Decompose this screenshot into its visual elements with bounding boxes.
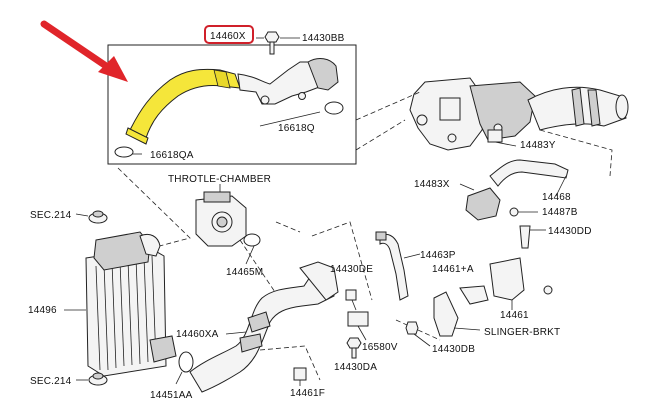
clamp-16580v — [347, 311, 369, 341]
part-label-sec214-bottom[interactable]: SEC.214 — [30, 376, 72, 387]
part-label-14465m[interactable]: 14465M — [226, 267, 263, 278]
part-label-14463p[interactable]: 14463P — [420, 250, 456, 261]
slinger-bracket — [405, 285, 489, 347]
part-label-16618q[interactable]: 16618Q — [278, 123, 315, 134]
gasket-ring-icon — [243, 233, 261, 247]
pipe-14460xa — [189, 261, 357, 393]
part-label-14461f[interactable]: 14461F — [290, 388, 325, 399]
part-label-throttle-chamber[interactable]: THROTLE-CHAMBER — [168, 174, 271, 185]
part-label-14430bb[interactable]: 14430BB — [302, 33, 345, 44]
part-label-14430dd[interactable]: 14430DD — [548, 226, 592, 237]
water-pipe-14468 — [459, 159, 569, 221]
part-label-14430da[interactable]: 14430DA — [334, 362, 377, 373]
bracket-14461a — [489, 225, 553, 310]
hose-14460x-highlighted[interactable] — [125, 68, 241, 145]
outlet-pipe — [237, 58, 339, 105]
part-label-14461a[interactable]: 14461+A — [432, 264, 474, 275]
sensor-14483y — [487, 129, 517, 147]
hose-body — [129, 68, 241, 139]
part-label-14460x[interactable]: 14460X — [210, 31, 246, 42]
grommet-top — [75, 210, 108, 224]
part-label-16618qa[interactable]: 16618QA — [150, 150, 194, 161]
part-label-14468[interactable]: 14468 — [542, 192, 571, 203]
bolt-icon — [264, 31, 280, 55]
intercooler-14496[interactable] — [64, 231, 177, 377]
gasket-ring-icon — [324, 101, 344, 115]
part-label-14430de[interactable]: 14430DE — [330, 264, 373, 275]
clip-icon — [293, 367, 307, 381]
bolt-icon — [509, 207, 519, 217]
bolt-icon — [260, 95, 270, 105]
bolt-icon — [298, 92, 306, 100]
throttle-chamber — [195, 184, 247, 247]
part-label-14451aa[interactable]: 14451AA — [150, 390, 193, 401]
assembly-inset-box — [107, 44, 357, 165]
part-label-14483x[interactable]: 14483X — [414, 179, 450, 190]
part-label-14483y[interactable]: 14483Y — [520, 140, 556, 151]
intercooler-fins — [95, 255, 157, 371]
throttle-manifold-assembly — [409, 77, 536, 151]
bolt-icon — [543, 285, 553, 295]
air-intake-duct — [527, 86, 629, 131]
bolt-icon — [405, 321, 419, 335]
hose-14463p — [375, 231, 421, 301]
part-label-14460xa[interactable]: 14460XA — [176, 329, 219, 340]
part-label-16580v[interactable]: 16580V — [362, 342, 398, 353]
hose-clamp-band — [213, 69, 231, 89]
hose-end-band — [125, 127, 149, 145]
gasket-ring-icon — [178, 351, 194, 373]
highlight-arrow-icon — [40, 20, 128, 82]
gasket-ring-icon — [114, 146, 134, 158]
part-label-14461[interactable]: 14461 — [500, 310, 529, 321]
grommet-bottom — [76, 372, 108, 386]
clip-icon — [345, 289, 357, 301]
part-label-14496[interactable]: 14496 — [28, 305, 57, 316]
part-number-highlight-ring — [204, 25, 254, 44]
part-label-slinger-brkt[interactable]: SLINGER-BRKT — [484, 327, 560, 338]
bolt-icon — [346, 337, 362, 359]
part-label-14430db[interactable]: 14430DB — [432, 344, 475, 355]
part-label-sec214-top[interactable]: SEC.214 — [30, 210, 72, 221]
part-label-14487b[interactable]: 14487B — [542, 207, 578, 218]
